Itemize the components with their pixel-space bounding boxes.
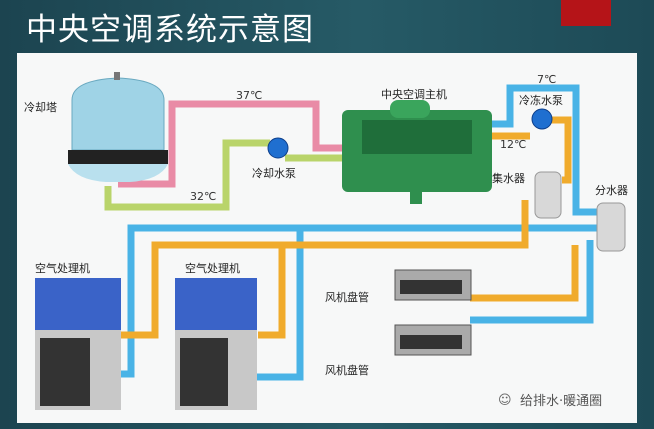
watermark: 给排水·暖通圈 (520, 394, 602, 409)
chilled-pump-icon (531, 108, 553, 130)
pipe-chilled-return-top2 (548, 116, 572, 184)
page-title: 中央空调系统示意图 (26, 12, 314, 48)
chiller-unit (342, 100, 492, 204)
label-chiller: 中央空调主机 (381, 87, 447, 101)
fan-coil-2 (394, 324, 472, 356)
temp-cooling-supply: 37℃ (236, 89, 262, 102)
pipe-cooling-supply (118, 100, 342, 188)
air-handler-1 (35, 278, 121, 410)
temp-chilled-return: 12℃ (500, 138, 526, 151)
label-cooling-tower: 冷却塔 (24, 101, 57, 114)
temp-chilled-supply: 7℃ (537, 73, 556, 86)
temp-cooling-return: 32℃ (190, 190, 216, 203)
label-ahu-2: 空气处理机 (185, 261, 240, 275)
label-ahu-1: 空气处理机 (35, 261, 90, 275)
pipe-chilled-supply (492, 84, 600, 216)
label-collector: 集水器 (492, 171, 525, 185)
pipe-main-return (120, 200, 529, 339)
cooling-pump-icon (267, 137, 289, 159)
pipe-cooling-return (104, 139, 270, 211)
red-accent-block (561, 0, 611, 26)
pipe-fcu-return (470, 245, 579, 302)
collector-tank (534, 171, 562, 219)
pipe-supply-ahu2 (255, 228, 304, 381)
label-fcu-2: 风机盘管 (325, 363, 369, 377)
pipe-fcu-supply (470, 240, 594, 324)
fan-coil-1 (394, 269, 472, 301)
cooling-tower (68, 72, 168, 182)
label-fcu-1: 风机盘管 (325, 290, 369, 304)
pipe-return-ahu2 (258, 245, 286, 339)
label-distributor: 分水器 (595, 184, 628, 197)
air-handler-2 (175, 278, 257, 410)
wechat-icon: ☺ (498, 393, 512, 408)
label-chilled-pump: 冷冻水泵 (519, 93, 563, 107)
distributor-tank (596, 202, 626, 252)
label-cooling-pump: 冷却水泵 (252, 167, 296, 180)
